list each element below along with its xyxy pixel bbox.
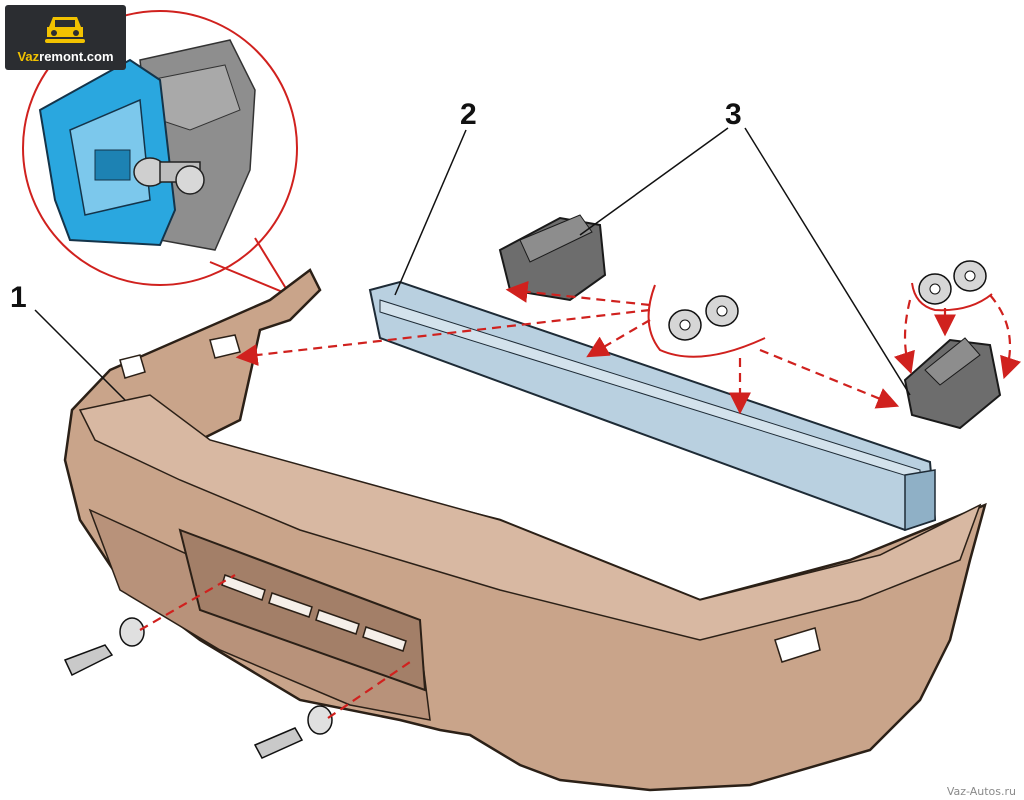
fasteners-upper-right — [918, 260, 987, 305]
detail-magnifier — [22, 10, 298, 298]
callout-1: 1 — [10, 281, 27, 314]
logo-domain: remont.com — [39, 49, 114, 64]
callout-3: 3 — [725, 98, 742, 131]
logo-brand: Vaz — [17, 49, 40, 64]
bolts-lower — [63, 617, 333, 759]
bumper-cover — [63, 268, 987, 792]
assembly-arrows — [139, 280, 1021, 719]
mounting-bracket-right — [903, 337, 1002, 430]
fastener-brackets — [647, 282, 993, 358]
reinforcement-beam — [368, 280, 937, 532]
logo-text: Vazremont.com — [5, 49, 126, 64]
callout-2: 2 — [460, 98, 477, 131]
watermark-text: Vaz-Autos.ru — [946, 785, 1016, 798]
fasteners-upper-left — [668, 295, 739, 341]
mounting-bracket-left — [498, 214, 607, 302]
leader-lines — [34, 127, 911, 401]
site-logo: Vazremont.com — [5, 5, 126, 70]
car-wrench-icon — [45, 17, 85, 43]
